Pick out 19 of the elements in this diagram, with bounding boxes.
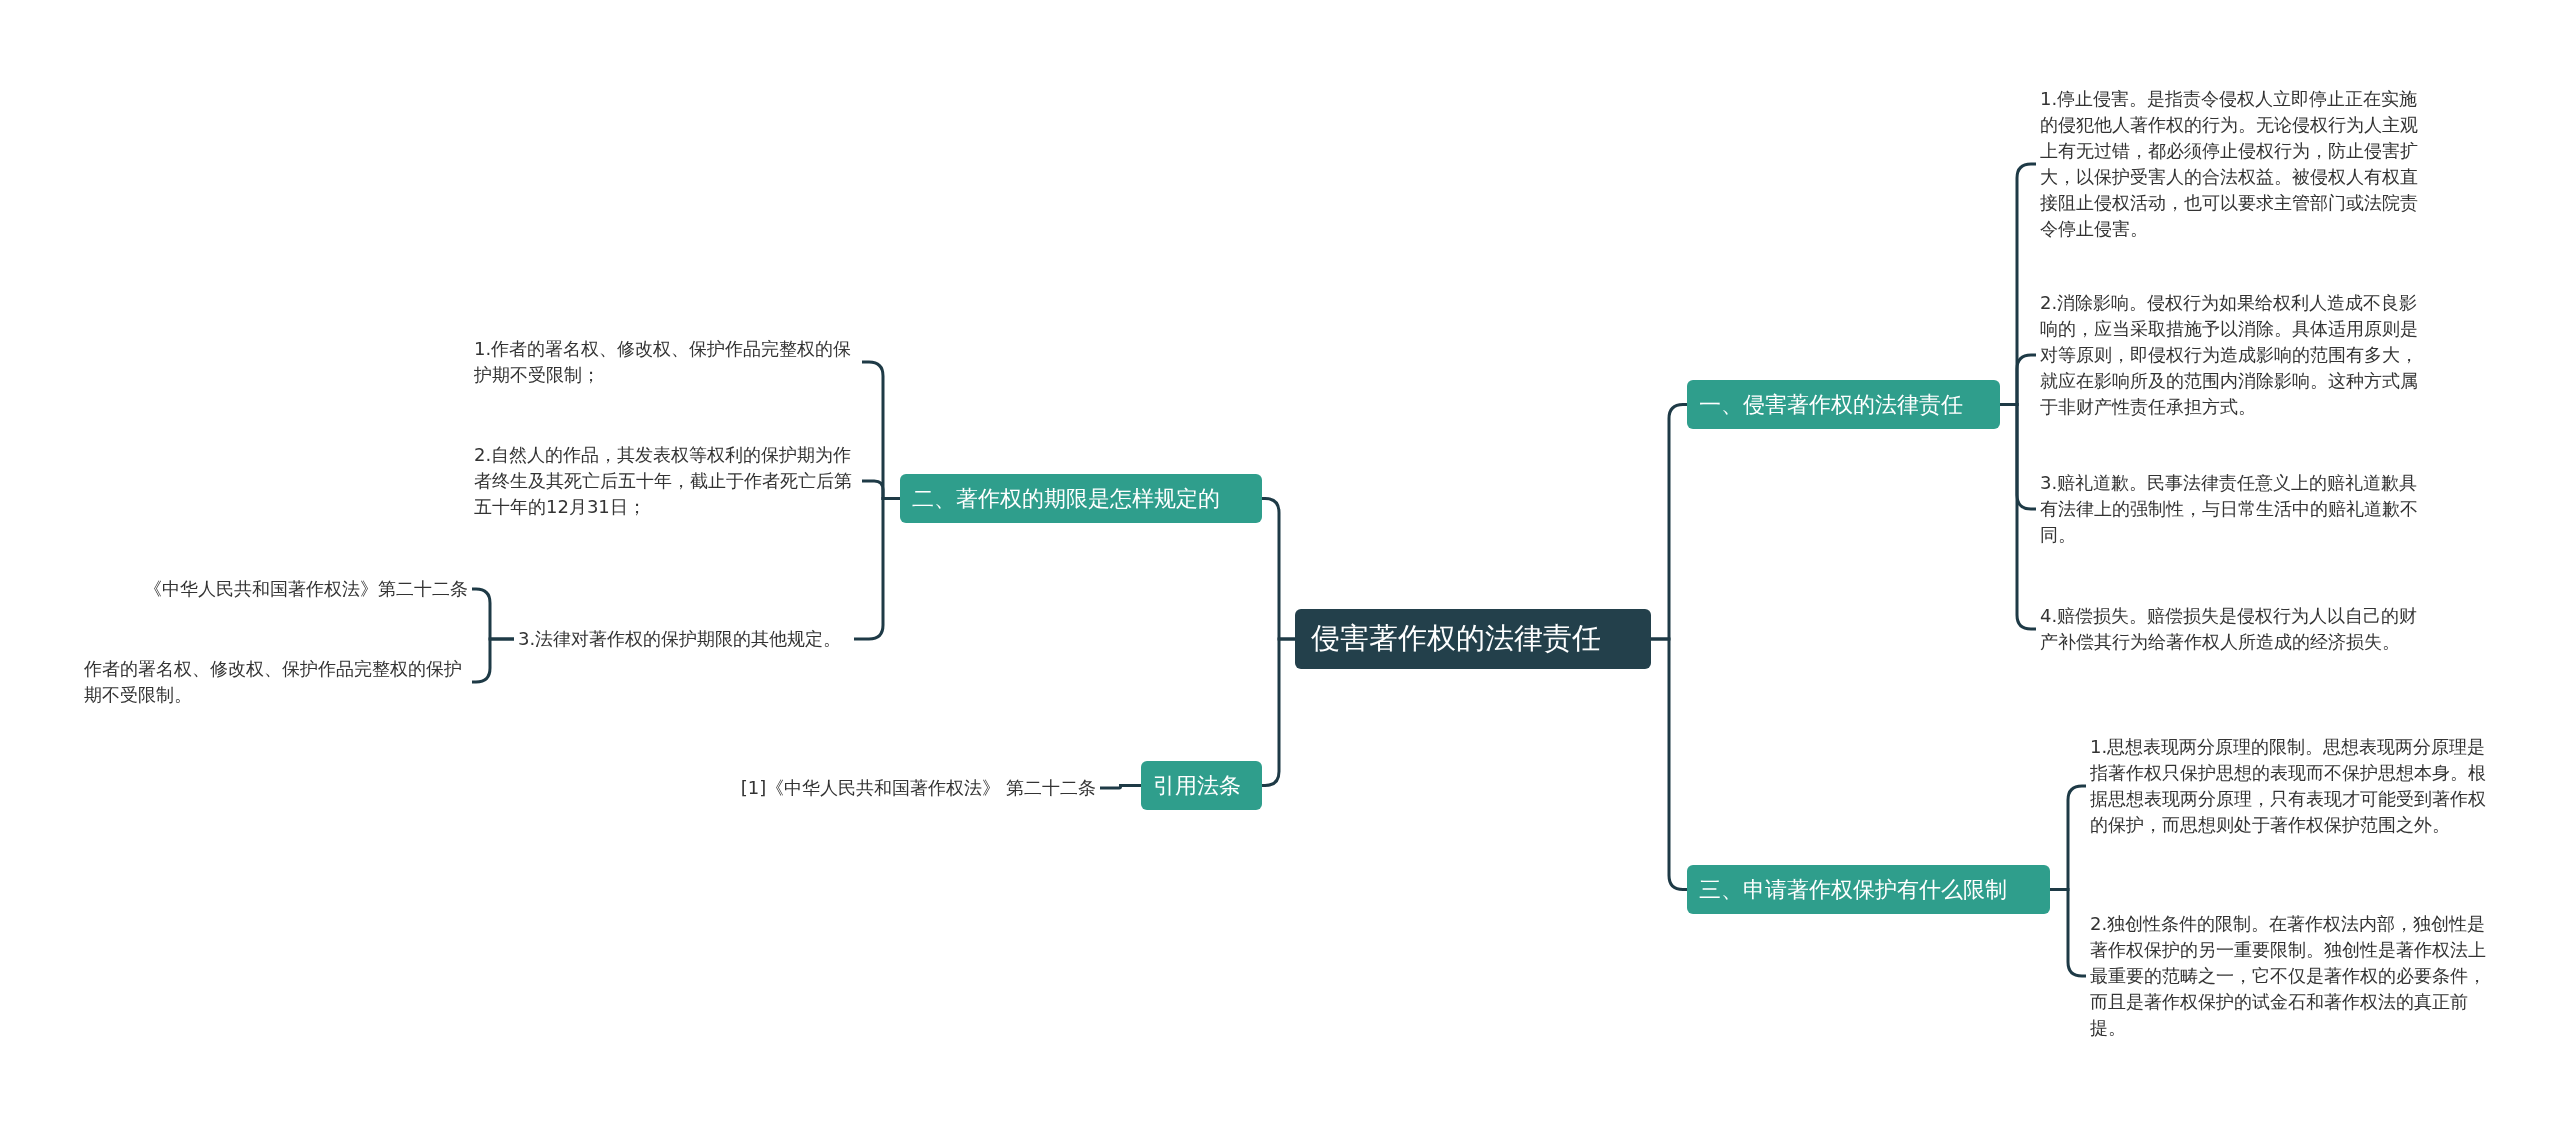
connector-line bbox=[472, 637, 514, 684]
connector-line bbox=[1100, 784, 1141, 790]
subtopic-text: [1]《中华人民共和国著作权法》 第二十二条 bbox=[720, 775, 1100, 801]
subtopic-text: 作者的署名权、修改权、保护作品完整权的保护期不受限制。 bbox=[80, 656, 472, 708]
subtopic-text: 1.思想表现两分原理的限制。思想表现两分原理是指著作权只保护思想的表现而不保护思想本身。根据思想表现两分原理，只有表现才可能受到著作权的保护，而思想则处于著作权保护范围之外。 bbox=[2086, 734, 2490, 838]
subtopic-text: 2.独创性条件的限制。在著作权法内部，独创性是著作权保护的另一重要限制。独创性是著作权法上最重要的范畴之一，它不仅是著作权的必要条件，而且是著作权保护的试金石和著作权法的真正前提。 bbox=[2086, 911, 2490, 1041]
topic-box: 一、侵害著作权的法律责任 bbox=[1687, 380, 2000, 429]
subtopic-text: 3.法律对著作权的保护期限的其他规定。 bbox=[514, 626, 854, 652]
topic-box: 三、申请著作权保护有什么限制 bbox=[1687, 865, 2050, 914]
subtopic-text: 1.作者的署名权、修改权、保护作品完整权的保护期不受限制； bbox=[470, 336, 862, 388]
subtopic-text: 1.停止侵害。是指责令侵权人立即停止正在实施的侵犯他人著作权的行为。无论侵权行为人主观上有无过错，都必须停止侵权行为，防止侵害扩大，以保护受害人的合法权益。被侵权人有权直接阻止侵权活动，也可以要求主管部门或法院责令停止侵害。 bbox=[2036, 86, 2436, 242]
topic-box: 引用法条 bbox=[1141, 761, 1262, 810]
topic-box: 二、著作权的期限是怎样规定的 bbox=[900, 474, 1262, 523]
subtopic-text: 《中华人民共和国著作权法》第二十二条 bbox=[100, 576, 472, 602]
subtopic-text: 4.赔偿损失。赔偿损失是侵权行为人以自己的财产补偿其行为给著作权人所造成的经济损失。 bbox=[2036, 603, 2436, 655]
subtopic-text: 3.赔礼道歉。民事法律责任意义上的赔礼道歉具有法律上的强制性，与日常生活中的赔礼道歉不同。 bbox=[2036, 470, 2436, 548]
central-topic-box: 侵害著作权的法律责任 bbox=[1295, 609, 1651, 669]
subtopic-text: 2.自然人的作品，其发表权等权利的保护期为作者终生及其死亡后五十年，截止于作者死亡后第五十年的12月31日； bbox=[470, 442, 862, 520]
subtopic-text: 2.消除影响。侵权行为如果给权利人造成不良影响的，应当采取措施予以消除。具体适用原则是对等原则，即侵权行为造成影响的范围有多大，就应在影响所及的范围内消除影响。这种方式属于非财产性责任承担方式。 bbox=[2036, 290, 2436, 420]
